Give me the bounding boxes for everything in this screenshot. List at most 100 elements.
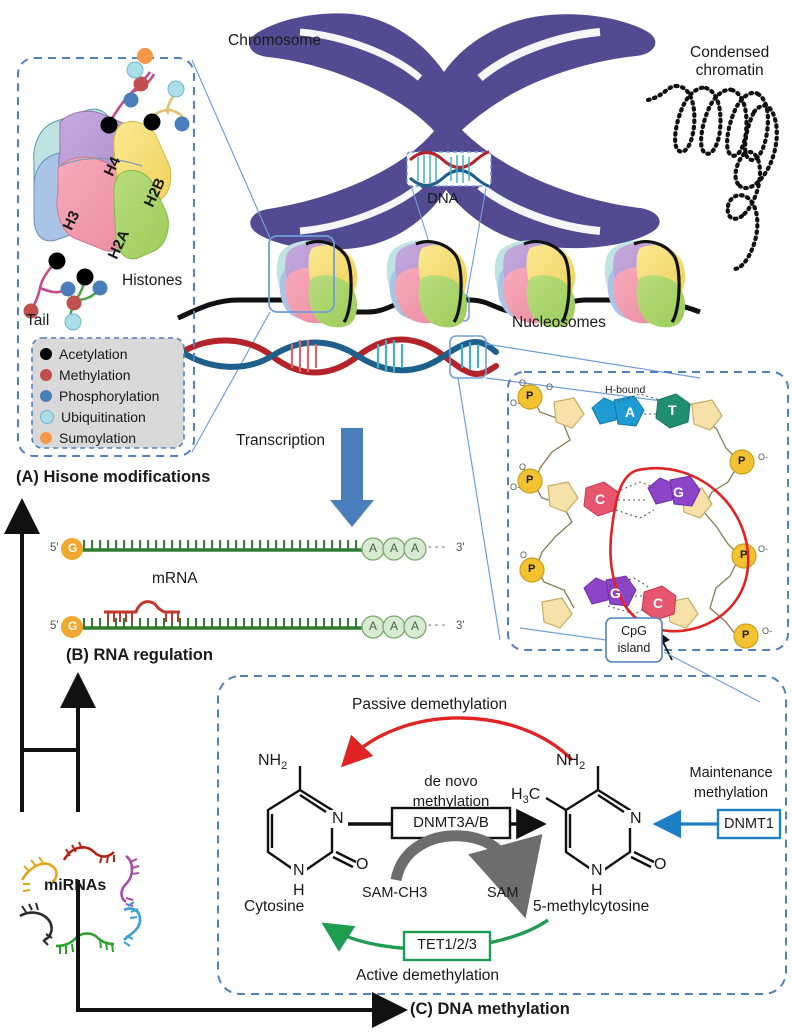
maintenance-line2: methylation [693, 784, 769, 801]
mrna1-a3: A [411, 541, 420, 555]
legend-label: Methylation [59, 366, 131, 383]
mc-n-ring: N [628, 810, 644, 829]
mrna1-a1: A [369, 541, 378, 555]
cpg-phosphates [517, 384, 759, 649]
nucleosome-discs [268, 235, 686, 328]
mrna-strand-2 [61, 600, 427, 639]
cpg-base-T [655, 393, 691, 429]
methylcytosine-structure [545, 766, 655, 876]
legend-item: Ubiquitination [40, 406, 180, 427]
oxygen-label-7: O- [758, 452, 768, 462]
oxygen-label-9: O- [762, 626, 772, 636]
de-novo-line1: de novo [424, 773, 478, 790]
nucleosomes-label: Nucleosomes [512, 314, 606, 331]
phosphate-letter-2: P [526, 474, 534, 486]
cpg-hbonds [607, 393, 661, 615]
histones-label: Histones [122, 272, 183, 289]
panelA-legend-list: Acetylation Methylation Phosphorylation … [40, 343, 180, 448]
mrna1-cap-letter: G [68, 541, 78, 555]
base-letter-t: T [668, 402, 677, 418]
sam-label: SAM [487, 885, 519, 901]
condensed-line1: Condensed [690, 44, 770, 61]
mc-nh2: NH2 [556, 752, 585, 773]
mrna-strand-1 [61, 537, 427, 561]
panelA-border [17, 57, 195, 457]
mc-o: O [654, 856, 667, 873]
phosphate-letter-1: P [526, 390, 534, 402]
base-letter-a: A [625, 404, 636, 420]
mc-h3c: H3C [511, 786, 540, 807]
mrna1-dots: - - - [428, 541, 446, 553]
legend-dot-phosphorylation [40, 389, 52, 402]
base-letter-g1: G [673, 484, 684, 500]
connector-panelA [191, 59, 271, 453]
nh2-sub: 2 [579, 760, 586, 773]
mrna1-a2: A [390, 541, 399, 555]
section-label-c: (C) DNA methylation [410, 1000, 570, 1018]
flow-arrows [4, 498, 408, 1028]
histone-octamer [33, 108, 172, 260]
histone-tail-bottom [23, 252, 108, 331]
legend-dot-sumoylation [40, 431, 52, 444]
cpg-label-line1: CpG [621, 624, 647, 638]
cytosine-n-ring: N [330, 810, 346, 829]
h3c-c: C [528, 786, 541, 803]
mrna2-five-prime: 5' [50, 620, 59, 632]
cytosine-label: Cytosine [244, 898, 305, 915]
mrna2-dots: - - - [428, 619, 446, 631]
phosphate-letter-3: P [528, 563, 536, 575]
cytosine-o: O [356, 856, 369, 873]
dnmt1-label: DNMT1 [724, 816, 774, 832]
mrna1-three-prime: 3' [456, 542, 465, 554]
h3c-sub: 3 [522, 794, 529, 807]
dna-double-helix [179, 335, 499, 379]
histone-tail-top [100, 48, 190, 134]
connector-panelC [457, 377, 501, 641]
oxygen-label-6: O [520, 550, 528, 560]
h-bound-label: H-bound [605, 384, 646, 396]
mrna2-a1: A [369, 619, 378, 633]
base-letter-c2: C [653, 595, 664, 611]
h3c-h: H [511, 786, 523, 803]
nh2-sub: 2 [281, 760, 288, 773]
oxygen-label-5: O- [510, 482, 520, 492]
cpg-sugars [541, 397, 723, 629]
cpg-base-G2 [583, 575, 637, 607]
cytosine-structure [266, 766, 357, 876]
tet-box [402, 930, 492, 962]
phosphate-letter-6: P [742, 629, 750, 641]
dnmt1-box [716, 808, 782, 840]
panelA-legend-box [31, 337, 185, 449]
section-label-b: (B) RNA regulation [66, 646, 213, 664]
legend-label: Sumoylation [59, 429, 137, 446]
oxygen-label-8: O- [758, 544, 768, 554]
cytosine-h: H [293, 882, 305, 899]
mc-nh: N [589, 862, 605, 881]
maintenance-line1: Maintenance [689, 765, 773, 781]
oxygen-label-1: O [519, 378, 527, 388]
section-label-a: (A) Hisone modifications [16, 468, 211, 486]
tail-label: Tail [26, 312, 50, 329]
nh2-text: NH [258, 752, 282, 769]
sam-arrow [390, 830, 543, 919]
chromosome-illustration [249, 13, 660, 250]
legend-label: Phosphorylation [59, 387, 160, 404]
methylcytosine-label: 5-methylcytosine [533, 898, 650, 915]
legend-label: Acetylation [59, 345, 128, 362]
base-letter-c1: C [595, 491, 606, 507]
legend-label: Ubiquitination [61, 408, 146, 425]
oxygen-label-3: O- [510, 398, 520, 408]
maintenance-methylation-label: Maintenance methylation [676, 764, 786, 803]
mrna2-a3: A [411, 619, 420, 633]
condensed-chromatin-illustration [645, 83, 779, 271]
transcription-arrow[interactable] [330, 428, 374, 527]
cpg-panel-border [507, 371, 789, 651]
base-letter-g2: G [610, 585, 621, 601]
active-demethylation-label: Active demethylation [356, 967, 500, 984]
de-novo-methylation-label: de novo methylation [381, 772, 521, 813]
legend-item: Sumoylation [40, 427, 180, 448]
legend-item: Acetylation [40, 343, 180, 364]
de-novo-line2: methylation [412, 793, 490, 811]
